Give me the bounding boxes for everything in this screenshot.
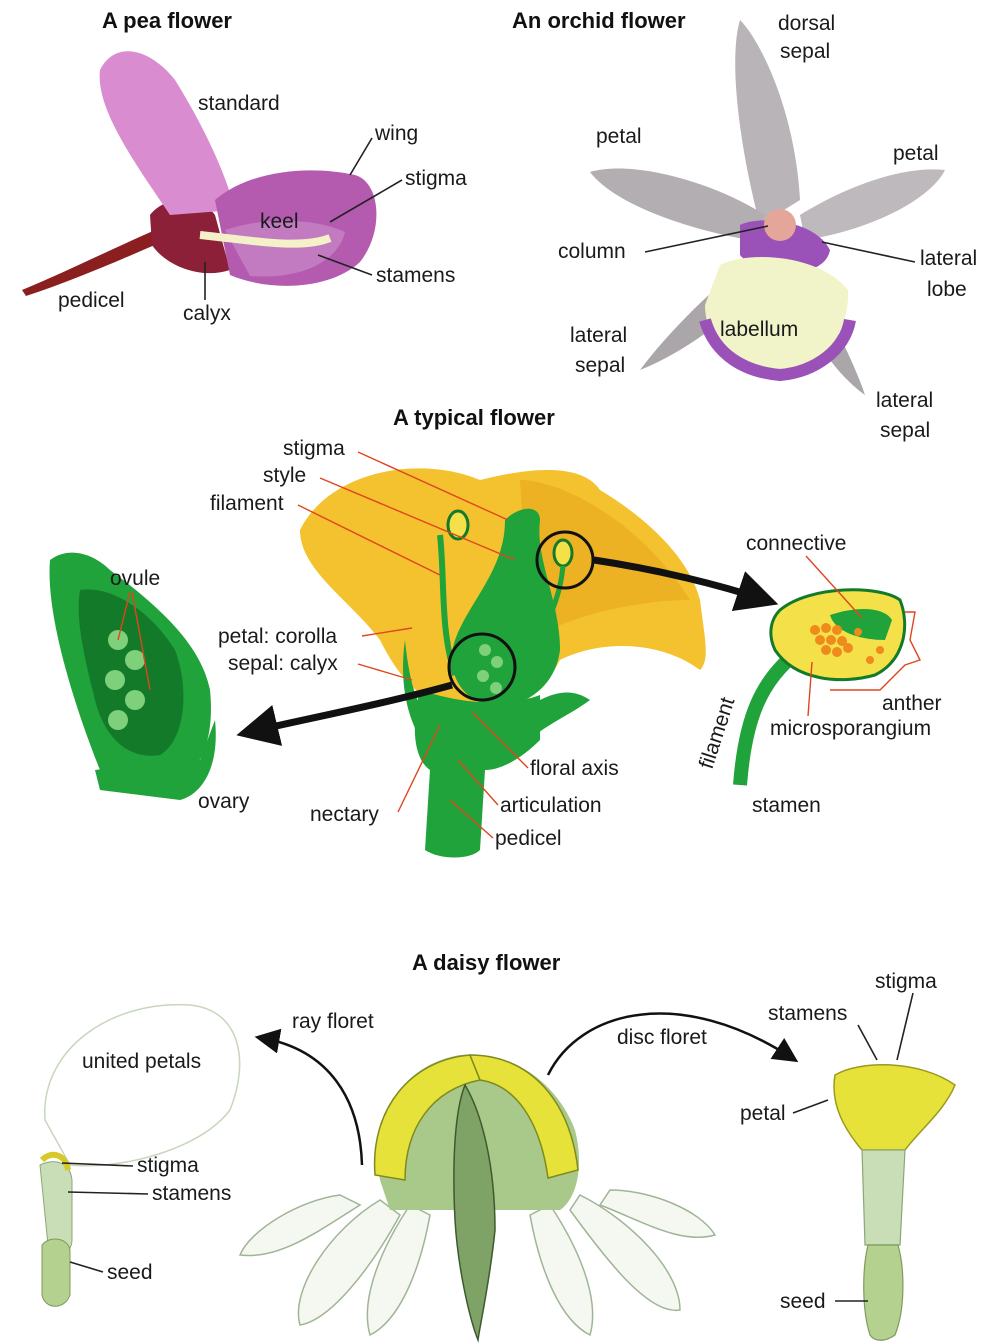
pea-label-pedicel: pedicel	[58, 289, 125, 312]
typical-label-floral-axis: floral axis	[530, 757, 619, 780]
typical-title: A typical flower	[393, 405, 555, 430]
orchid-flower: An orchid flower dorsal sepal petal peta…	[512, 8, 977, 442]
disc-floret-corolla	[834, 1065, 955, 1150]
orchid-petal-left	[590, 169, 765, 240]
typical-anther-left	[448, 511, 468, 539]
typical-label-articulation: articulation	[500, 794, 602, 817]
orchid-label-lateral-sepal-right-2: sepal	[880, 419, 930, 442]
daisy-flower: A daisy flower ray floret disc	[40, 950, 955, 1340]
typical-label-stamen: stamen	[752, 794, 821, 817]
orchid-label-dorsal-2: sepal	[780, 40, 830, 63]
daisy-label-ray-floret: ray floret	[292, 1010, 374, 1033]
typical-label-ovule: ovule	[110, 567, 160, 590]
orchid-label-lateral-sepal-left-1: lateral	[570, 324, 627, 347]
ray-floret-petal	[45, 1005, 240, 1166]
orchid-label-petal-left: petal	[596, 125, 642, 148]
typical-label-style: style	[263, 464, 306, 487]
typical-label-ovary: ovary	[198, 790, 250, 813]
orchid-label-lateral-sepal-left-2: sepal	[575, 354, 625, 377]
pea-standard-shape	[100, 51, 235, 215]
daisy-title: A daisy flower	[412, 950, 561, 975]
pea-label-standard: standard	[198, 92, 280, 115]
orchid-label-lateral-sepal-right-1: lateral	[876, 389, 933, 412]
pea-title: A pea flower	[102, 8, 232, 33]
orchid-label-lateral-lobe-2: lobe	[927, 278, 967, 301]
pea-label-stigma: stigma	[405, 167, 467, 190]
typical-label-connective: connective	[746, 532, 846, 555]
daisy-label-petal: petal	[740, 1102, 786, 1125]
orchid-leader-lateral-lobe	[822, 242, 915, 262]
pea-label-stamens: stamens	[376, 264, 455, 287]
pea-label-wing: wing	[374, 122, 418, 145]
typical-label-filament: filament	[210, 492, 284, 515]
typical-label-microsporangium: microsporangium	[770, 717, 931, 740]
typical-label-anther: anther	[882, 692, 942, 715]
disc-floret-tube	[862, 1150, 905, 1245]
pea-leader-wing	[350, 138, 372, 175]
daisy-label-stamens-left: stamens	[152, 1182, 231, 1205]
disc-floret-seed	[864, 1245, 903, 1340]
ray-floret-seed	[42, 1239, 70, 1306]
orchid-label-dorsal-1: dorsal	[778, 12, 835, 35]
pea-pedicel-shape	[22, 228, 166, 296]
orchid-label-petal-right: petal	[893, 142, 939, 165]
typical-label-filament-vertical: filament	[695, 694, 740, 771]
typical-label-petal-corolla: petal: corolla	[218, 625, 337, 648]
daisy-label-seed-right: seed	[780, 1290, 826, 1313]
daisy-label-stigma-left: stigma	[137, 1154, 199, 1177]
orchid-title: An orchid flower	[512, 8, 686, 33]
daisy-leader-stigma-right	[897, 993, 913, 1060]
daisy-arrow-ray-floret	[262, 1038, 362, 1165]
orchid-label-labellum: labellum	[720, 318, 798, 341]
orchid-label-lateral-lobe-1: lateral	[920, 247, 977, 270]
typical-label-stigma: stigma	[283, 437, 345, 460]
daisy-label-stigma-right: stigma	[875, 970, 937, 993]
typical-flower: A typical flower	[50, 405, 942, 858]
typical-label-sepal-calyx: sepal: calyx	[228, 652, 338, 675]
pea-label-keel: keel	[260, 210, 299, 233]
typical-label-nectary: nectary	[310, 803, 379, 826]
typical-anther-right	[554, 540, 572, 566]
pea-flower: A pea flower standard wing stigma keel s…	[22, 8, 467, 325]
daisy-leader-petal	[793, 1100, 828, 1113]
orchid-label-column: column	[558, 240, 626, 263]
daisy-label-disc-floret: disc floret	[617, 1026, 707, 1049]
daisy-label-stamens-right: stamens	[768, 1002, 847, 1025]
daisy-leader-stamens-left	[68, 1192, 148, 1194]
daisy-leader-stamens-right	[858, 1025, 877, 1060]
daisy-label-seed-left: seed	[107, 1261, 153, 1284]
daisy-leader-seed-left	[70, 1262, 103, 1272]
daisy-label-united-petals: united petals	[82, 1050, 201, 1073]
pea-label-calyx: calyx	[183, 302, 231, 325]
typical-label-pedicel: pedicel	[495, 827, 562, 850]
orchid-petal-right	[800, 169, 945, 240]
orchid-column-shape	[764, 209, 796, 241]
